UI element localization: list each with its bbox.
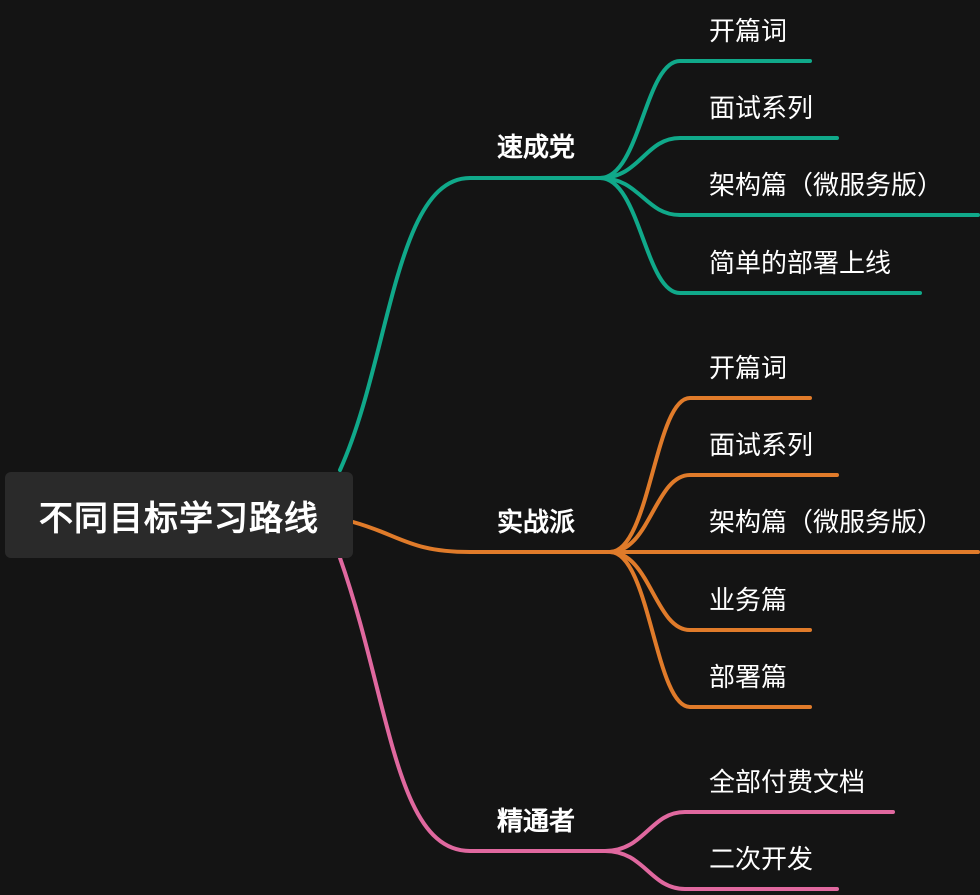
leaf-label[interactable]: 面试系列: [709, 431, 814, 461]
leaf-connector: [608, 550, 812, 709]
leaf-label[interactable]: 二次开发: [709, 845, 814, 875]
branch-label-expert[interactable]: 精通者: [497, 807, 576, 837]
leaf-connector: [598, 59, 812, 180]
leaf-connector: [608, 473, 839, 554]
leaf-connector: [598, 176, 980, 217]
leaf-connector: [598, 136, 839, 180]
branch-connector: [351, 520, 612, 554]
leaf-label[interactable]: 面试系列: [709, 94, 814, 124]
branch-label-fast[interactable]: 速成党: [497, 133, 576, 163]
leaf-label[interactable]: 全部付费文档: [709, 768, 866, 798]
leaf-label[interactable]: 简单的部署上线: [709, 249, 892, 279]
branch-label-practical[interactable]: 实战派: [497, 508, 576, 538]
root-title: 不同目标学习路线: [39, 498, 319, 539]
root-node[interactable]: 不同目标学习路线: [5, 472, 353, 558]
leaf-label[interactable]: 部署篇: [709, 663, 788, 693]
leaf-label[interactable]: 架构篇（微服务版）: [709, 508, 944, 538]
leaf-connector: [603, 849, 839, 891]
leaf-connector: [608, 396, 812, 554]
branch-connector: [338, 176, 602, 472]
leaf-connector: [598, 176, 922, 295]
leaf-connector: [608, 550, 812, 632]
leaf-label[interactable]: 开篇词: [709, 17, 788, 47]
branch-connector: [338, 556, 607, 853]
leaf-label[interactable]: 架构篇（微服务版）: [709, 171, 944, 201]
leaf-label[interactable]: 开篇词: [709, 354, 788, 384]
leaf-connector: [603, 810, 895, 853]
leaf-label[interactable]: 业务篇: [709, 586, 788, 616]
